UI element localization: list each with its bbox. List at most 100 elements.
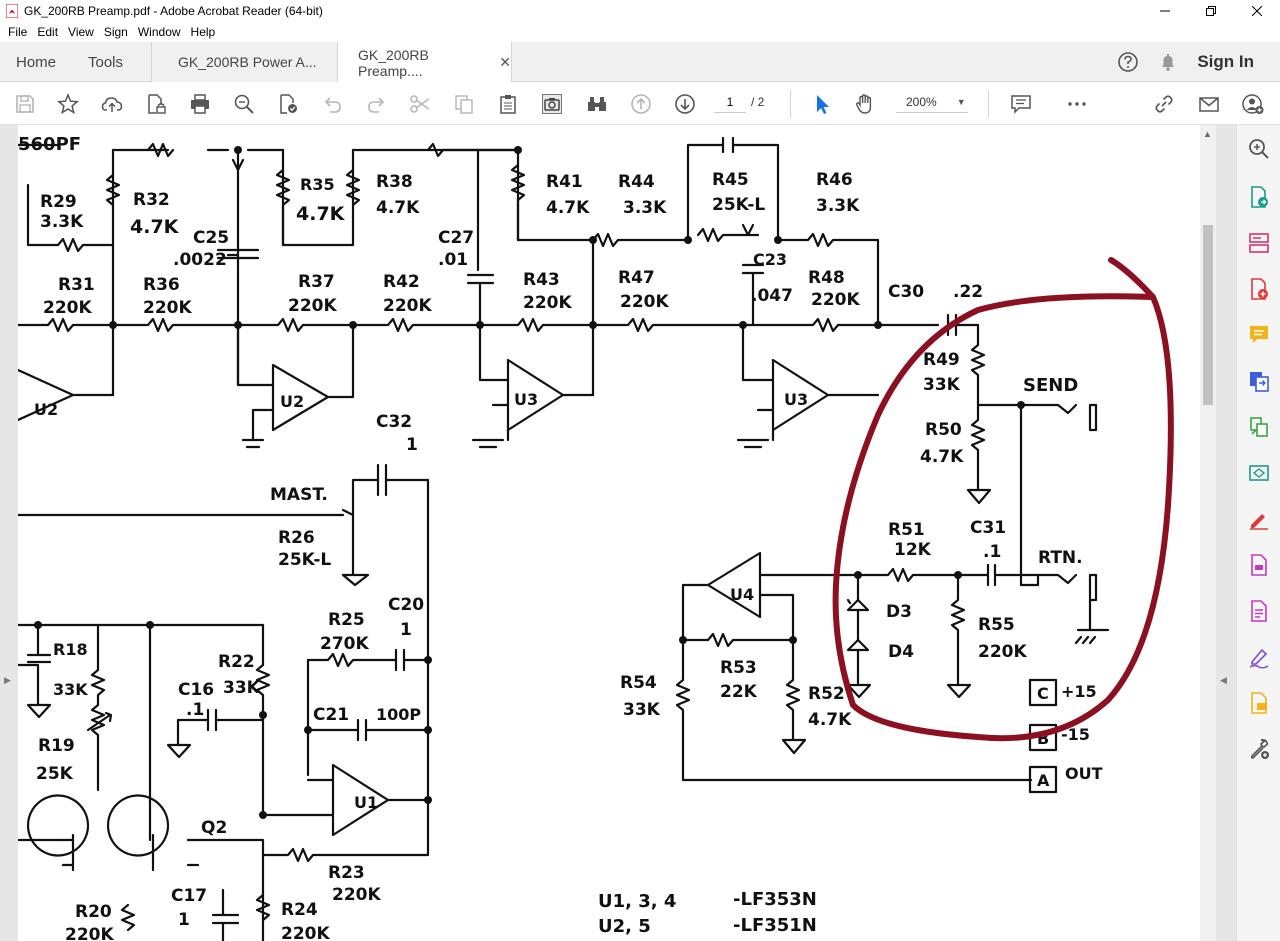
label-u1: U1 — [354, 793, 378, 812]
paste-button[interactable] — [495, 91, 521, 117]
next-page-button[interactable] — [672, 91, 698, 117]
value-r41: 4.7K — [546, 198, 590, 218]
value-r54: 33K — [623, 700, 661, 720]
tab-home[interactable]: Home — [16, 53, 57, 71]
hand-tool-button[interactable] — [852, 91, 878, 117]
undo-button[interactable] — [319, 91, 345, 117]
value-r36: 220K — [143, 298, 192, 318]
close-icon — [1252, 6, 1262, 16]
read-mode-button[interactable] — [584, 91, 610, 117]
label-r51: R51 — [888, 520, 925, 540]
printer-icon — [191, 94, 209, 114]
label-c31: C31 — [970, 518, 1006, 538]
share-user-button[interactable] — [1240, 91, 1266, 117]
label-r26: R26 — [278, 528, 315, 548]
create-pdf-tool[interactable] — [1247, 277, 1271, 301]
close-button[interactable] — [1234, 0, 1280, 22]
print-button[interactable] — [187, 91, 213, 117]
menu-help[interactable]: Help — [190, 25, 216, 39]
value-r18: 33K — [53, 680, 88, 699]
previous-page-button[interactable] — [628, 91, 654, 117]
label-c32: C32 — [376, 412, 412, 432]
organize-pages-icon — [1249, 233, 1269, 253]
label-c30: C30 — [888, 282, 924, 302]
label-r36: R36 — [143, 275, 180, 295]
toolbar-separator — [988, 90, 989, 118]
link-icon — [1155, 95, 1173, 113]
sign-document-button[interactable] — [275, 91, 301, 117]
label-r45: R45 — [712, 170, 749, 190]
label-r19: R19 — [38, 736, 75, 756]
menu-view[interactable]: View — [68, 25, 94, 39]
request-signature-tool[interactable] — [1247, 645, 1271, 669]
window-controls — [1142, 0, 1280, 22]
comment-tool[interactable] — [1247, 323, 1271, 347]
zoom-search-icon — [1249, 139, 1269, 159]
select-tool-button[interactable] — [808, 91, 834, 117]
maximize-button[interactable] — [1188, 0, 1234, 22]
label-send: SEND — [1023, 375, 1078, 396]
copy-button[interactable] — [451, 91, 477, 117]
scroll-up-icon[interactable]: ▲ — [1203, 129, 1212, 139]
minimize-button[interactable] — [1142, 0, 1188, 22]
combine-files-tool[interactable] — [1247, 369, 1271, 393]
toolbar — [0, 82, 1280, 125]
bell-icon[interactable] — [1157, 51, 1179, 73]
vertical-scrollbar[interactable]: ▲ — [1200, 125, 1216, 941]
tab-tools[interactable]: Tools — [88, 53, 124, 71]
zoom-dropdown[interactable]: 200% ▼ — [896, 91, 968, 113]
value-r51: 12K — [894, 540, 932, 560]
comment-button[interactable] — [1008, 91, 1034, 117]
more-tools-button[interactable] — [1064, 91, 1090, 117]
save-button[interactable] — [12, 91, 38, 117]
edit-pdf-tool[interactable] — [1247, 553, 1271, 577]
zoom-tool[interactable] — [1247, 137, 1271, 161]
tab-document-preamp[interactable]: GK_200RB Preamp.... ✕ — [337, 42, 512, 83]
compress-tool[interactable] — [1247, 415, 1271, 439]
clipboard-icon — [500, 95, 516, 114]
export-pdf-tool[interactable] — [1247, 185, 1271, 209]
label-r53: R53 — [720, 658, 757, 678]
export-pdf-icon — [1251, 186, 1268, 208]
tab-document-power-amp[interactable]: GK_200RB Power A... — [151, 42, 337, 82]
document-viewport[interactable]: ▶ — [0, 125, 1236, 941]
redo-button[interactable] — [364, 91, 390, 117]
share-link-button[interactable] — [1151, 91, 1177, 117]
more-tools[interactable] — [1247, 737, 1271, 761]
upload-button[interactable] — [99, 91, 125, 117]
email-button[interactable] — [1196, 91, 1222, 117]
menu-edit[interactable]: Edit — [37, 25, 59, 39]
bookmark-star-button[interactable] — [55, 91, 81, 117]
snapshot-button[interactable] — [539, 91, 565, 117]
user-add-icon — [1242, 94, 1264, 114]
menu-window[interactable]: Window — [137, 25, 181, 39]
fill-sign-tool[interactable] — [1247, 507, 1271, 531]
value-r19: 25K — [36, 764, 74, 784]
sign-in-button[interactable]: Sign In — [1197, 52, 1254, 71]
label-c16: C16 — [178, 680, 214, 700]
value-r32: 4.7K — [130, 216, 180, 238]
protect-file-button[interactable] — [143, 91, 169, 117]
redo-icon — [368, 97, 385, 113]
label-u3-mid: U3 — [514, 390, 538, 409]
menu-sign[interactable]: Sign — [103, 25, 128, 39]
label-r54: R54 — [620, 673, 657, 693]
value-r42: 220K — [383, 296, 432, 316]
tab-close-icon[interactable]: ✕ — [499, 54, 511, 70]
scrollbar-thumb[interactable] — [1203, 225, 1213, 405]
page-number-input[interactable] — [714, 91, 746, 113]
left-panel-expand-icon[interactable]: ▶ — [4, 675, 11, 685]
chevron-down-icon: ▼ — [956, 96, 966, 107]
right-panel-collapse-icon[interactable]: ◀ — [1220, 675, 1227, 685]
tab-label: GK_200RB Preamp.... — [358, 46, 429, 79]
forms-tool[interactable] — [1247, 599, 1271, 623]
cut-button[interactable] — [407, 91, 433, 117]
menu-file[interactable]: File — [8, 25, 28, 39]
file-check-icon — [280, 94, 297, 114]
scan-ocr-tool[interactable] — [1247, 461, 1271, 485]
help-icon[interactable] — [1117, 51, 1139, 73]
star-icon — [57, 93, 79, 115]
organize-pages-tool[interactable] — [1247, 231, 1271, 255]
send-for-comments-tool[interactable] — [1247, 691, 1271, 715]
find-button[interactable] — [231, 91, 257, 117]
